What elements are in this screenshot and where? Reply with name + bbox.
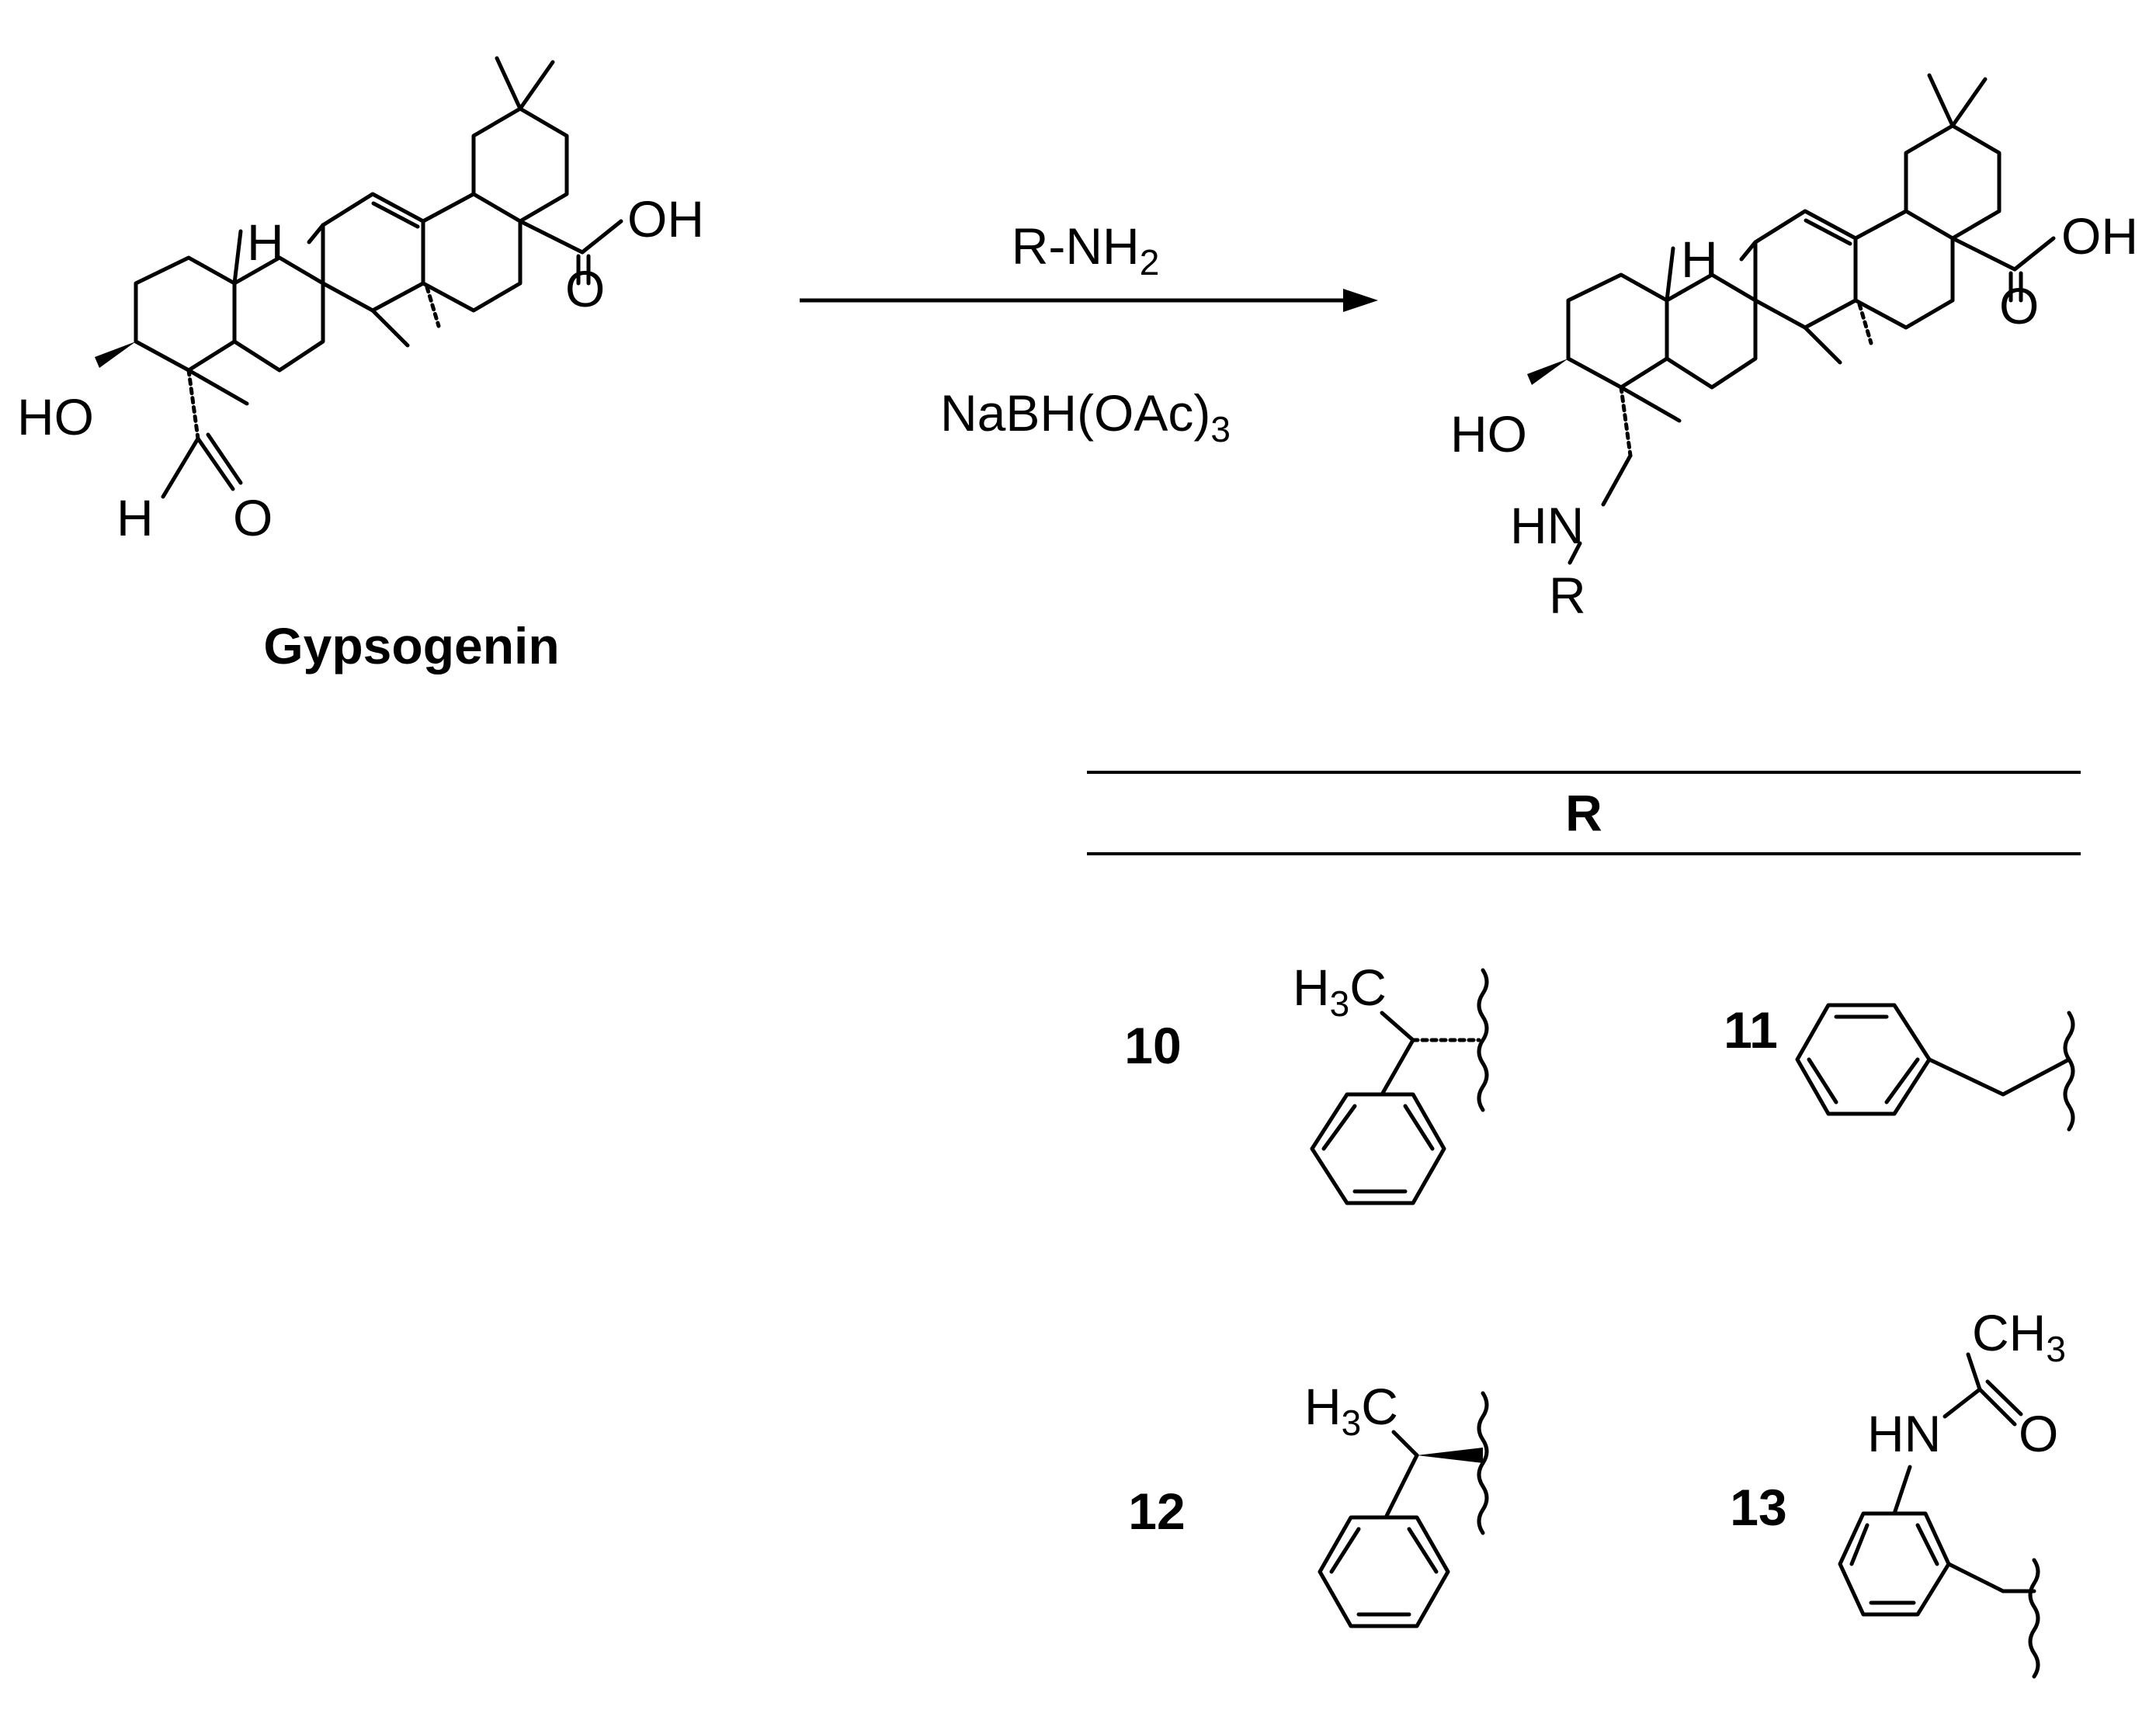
entry-10-number: 10	[1124, 1017, 1181, 1074]
entry-13-methyl-label: CH3	[1972, 1304, 2066, 1369]
entry-11-phenyl	[1795, 1003, 1932, 1116]
entry-10-methyl-label: H3C	[1293, 959, 1387, 1024]
product-amine-label: HN	[1510, 497, 1584, 554]
entry-12-ring-bond	[1384, 1453, 1419, 1520]
aldehyde-o-label: O	[233, 489, 273, 546]
entry-12-attachment	[1477, 1391, 1489, 1535]
entry-13-phenyl-inner	[1849, 1523, 1939, 1605]
acid-oh-label: OH	[627, 190, 704, 248]
product-r-label: R	[1549, 567, 1586, 624]
entry-13: 13 CH3 HN O	[1730, 1304, 2066, 1679]
product-hydroxyl-label: HO	[1450, 405, 1527, 463]
entry-13-attachment	[2028, 1558, 2040, 1679]
entry-13-amide-nh-label: HN	[1867, 1405, 1941, 1462]
compound-name: Gypsogenin	[263, 617, 559, 674]
reagent-reductant: NaBH(OAc)3	[940, 384, 1231, 449]
acid-o-label: O	[565, 260, 605, 317]
entry-12: 12 H3C	[1128, 1378, 1489, 1628]
entry-10-ring-bond	[1380, 1038, 1415, 1097]
entry-12-wedge-bond	[1417, 1448, 1483, 1463]
aldehyde-co-bond-2	[206, 432, 243, 485]
entry-11-phenyl-inner	[1807, 1014, 1920, 1104]
aldehyde-c-h-bond	[161, 436, 200, 499]
entry-10: 10 H3C	[1124, 959, 1489, 1205]
entry-11: 11	[1724, 1001, 2075, 1132]
entry-12-phenyl-inner	[1329, 1527, 1439, 1617]
reactant-skeleton	[95, 58, 621, 439]
entry-12-number: 12	[1128, 1482, 1185, 1540]
hydroxyl-label: HO	[17, 388, 94, 446]
entry-10-phenyl	[1310, 1092, 1446, 1205]
entry-11-attachment	[2063, 1011, 2075, 1132]
product-acid-o-label: O	[1999, 277, 2039, 335]
substituent-table: R 10 H3C 11 12 H3C	[1087, 771, 2081, 1679]
entry-11-benzyl-bond	[1927, 1057, 2071, 1097]
entry-13-acetyl-bond	[1942, 1352, 1982, 1419]
reaction-arrow-group: R-NH2 NaBH(OAc)3	[800, 217, 1378, 449]
ring-h-label: H	[247, 213, 284, 271]
entry-13-n-ring-bond	[1892, 1465, 1912, 1516]
entry-10-attachment	[1477, 968, 1489, 1112]
entry-13-phenyl	[1838, 1511, 1951, 1617]
reagent-amine: R-NH2	[1012, 217, 1160, 283]
entry-13-carbonyl-bond	[1977, 1379, 2023, 1427]
aldehyde-co-bond	[196, 436, 235, 491]
reaction-arrow-head	[1343, 289, 1378, 312]
entry-10-methyl-bond	[1380, 1011, 1415, 1042]
nh-r-bond	[1568, 541, 1582, 565]
product-ring-h-label: H	[1681, 231, 1718, 288]
entry-12-methyl-bond	[1391, 1430, 1419, 1458]
table-header-r: R	[1565, 784, 1602, 841]
entry-11-number: 11	[1724, 1001, 1778, 1059]
product-acid-oh-label: OH	[2061, 207, 2138, 265]
ch2-nh-bond	[1601, 453, 1633, 507]
product: OH O H HO HN R	[1450, 75, 2138, 624]
entry-13-attachment-bond	[1946, 1562, 2036, 1593]
entry-12-methyl-label: H3C	[1304, 1378, 1398, 1443]
reactant-gypsogenin: OH O H HO H O Gypsogenin	[17, 58, 704, 674]
entry-13-number: 13	[1730, 1479, 1786, 1536]
entry-13-carbonyl-o-label: O	[2019, 1405, 2058, 1462]
product-skeleton	[1527, 75, 2054, 456]
entry-10-phenyl-inner	[1321, 1104, 1435, 1194]
aldehyde-h-label: H	[116, 489, 154, 546]
entry-12-phenyl	[1318, 1515, 1450, 1628]
